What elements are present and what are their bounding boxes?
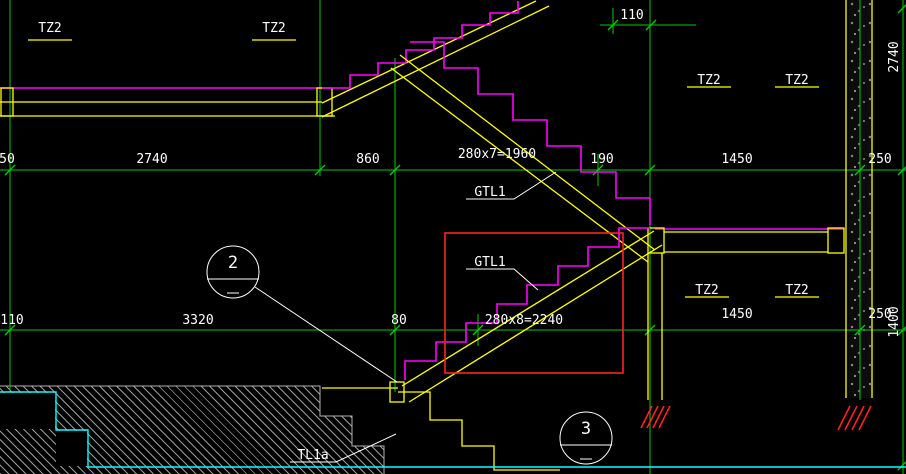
label-tz2-3: TZ2 <box>697 73 720 88</box>
dim-190: 190 <box>590 152 613 167</box>
ground-outline <box>0 385 385 474</box>
dim-80: 80 <box>391 313 407 328</box>
dimension-right-edge: 2740 1400 <box>887 41 902 337</box>
dim-110-top: 110 <box>620 8 643 23</box>
dim-280x8: 280x8=2240 <box>485 313 563 328</box>
label-tz2-4: TZ2 <box>785 73 808 88</box>
section-marker-3: 3 <box>559 411 613 465</box>
label-tz2-1: TZ2 <box>38 21 61 36</box>
stair-flight-upper <box>321 0 550 118</box>
stair-flight-lower <box>322 227 663 403</box>
beam-labels: TZ2 TZ2 TZ2 TZ2 TZ2 TZ2 <box>28 21 819 298</box>
marker-3-number: 3 <box>581 419 591 439</box>
dim-1450-a: 1450 <box>721 152 752 167</box>
dim-250-b: 250 <box>868 307 891 322</box>
dim-2740-vertical: 2740 <box>887 41 902 72</box>
ground-water-line <box>0 391 906 468</box>
label-tz2-2: TZ2 <box>262 21 285 36</box>
landing-top <box>0 87 335 117</box>
label-gtl1-1: GTL1 <box>474 185 505 200</box>
dimension-row-1: 50 2740 860 280x7=1960 190 1450 250 <box>0 147 892 167</box>
dim-row1-left: 50 <box>0 152 15 167</box>
marker-2-number: 2 <box>228 253 238 273</box>
dim-2740: 2740 <box>136 152 167 167</box>
label-gtl1-2: GTL1 <box>474 255 505 270</box>
footing-beam-label: TL1a <box>290 433 397 463</box>
break-marks <box>640 405 872 431</box>
label-tl1a: TL1a <box>297 448 328 463</box>
pit-mask <box>0 393 87 466</box>
dim-250-a: 250 <box>868 152 891 167</box>
red-highlight-box <box>444 232 624 374</box>
dim-3320: 3320 <box>182 313 213 328</box>
stair-beam-labels: GTL1 GTL1 <box>466 171 557 291</box>
landing-mid <box>647 227 845 254</box>
wall-edges <box>845 0 873 398</box>
column <box>647 253 663 400</box>
dim-280x7: 280x7=1960 <box>458 147 536 162</box>
dim-860: 860 <box>356 152 379 167</box>
dim-row2-left: 110 <box>0 313 23 328</box>
label-tz2-5: TZ2 <box>695 283 718 298</box>
dim-1400-vertical: 1400 <box>887 306 902 337</box>
foundation-steps <box>398 391 560 471</box>
stair-flight-middle <box>390 41 656 263</box>
dimension-ticks <box>4 4 906 471</box>
dim-1450-b: 1450 <box>721 307 752 322</box>
label-tz2-6: TZ2 <box>785 283 808 298</box>
dimension-row-2: 110 3320 80 280x8=2240 1450 250 <box>0 307 891 328</box>
section-marker-2: 2 <box>206 245 398 383</box>
